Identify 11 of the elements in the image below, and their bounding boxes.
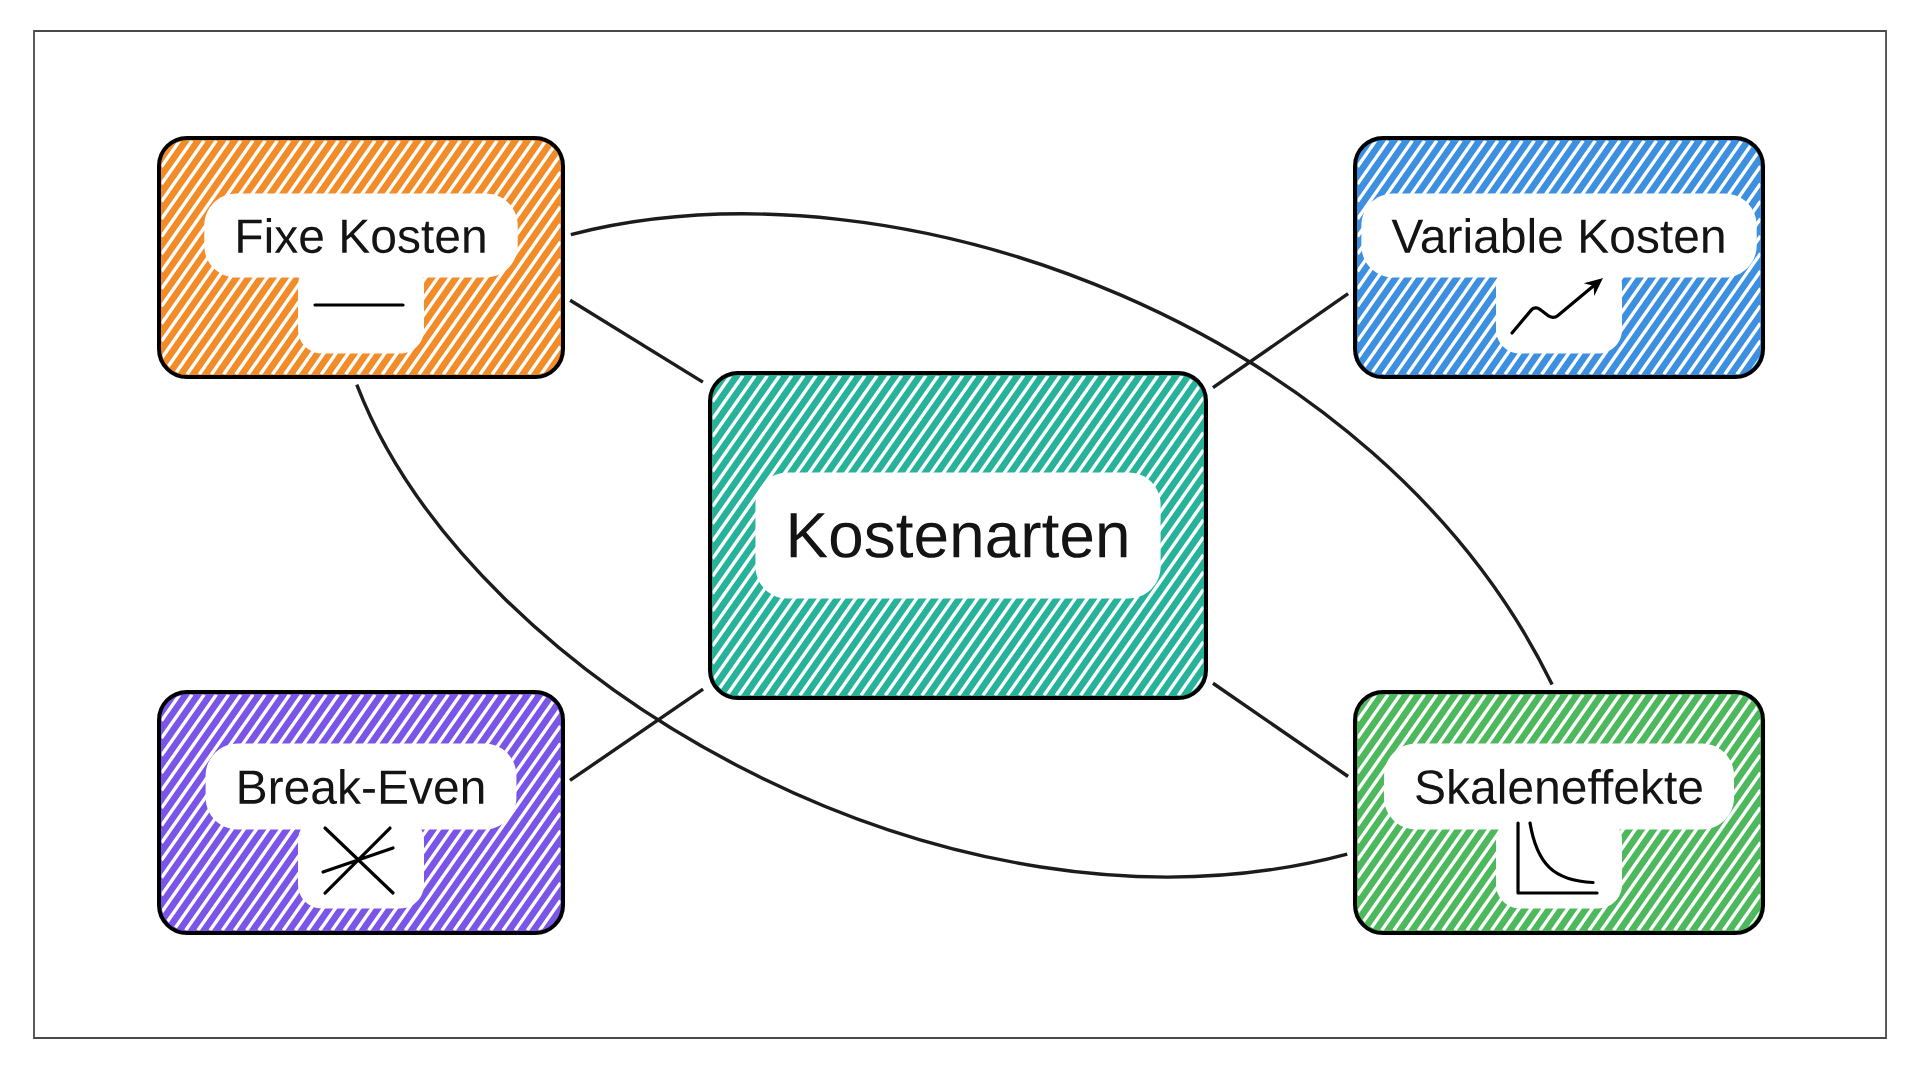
connector-line — [355, 383, 1348, 879]
connector-line — [1212, 681, 1350, 778]
process-box: Skaleneffekte — [1353, 690, 1766, 935]
connector-line — [1211, 292, 1350, 390]
connector-line — [570, 212, 1554, 686]
connector-line — [569, 687, 705, 782]
process-box: Variable Kosten — [1353, 136, 1766, 379]
process-box: Kostenarten — [708, 371, 1208, 700]
process-box: Fixe Kosten — [157, 136, 565, 379]
process-box: Break-Even — [157, 690, 565, 935]
connector-line — [569, 298, 704, 384]
